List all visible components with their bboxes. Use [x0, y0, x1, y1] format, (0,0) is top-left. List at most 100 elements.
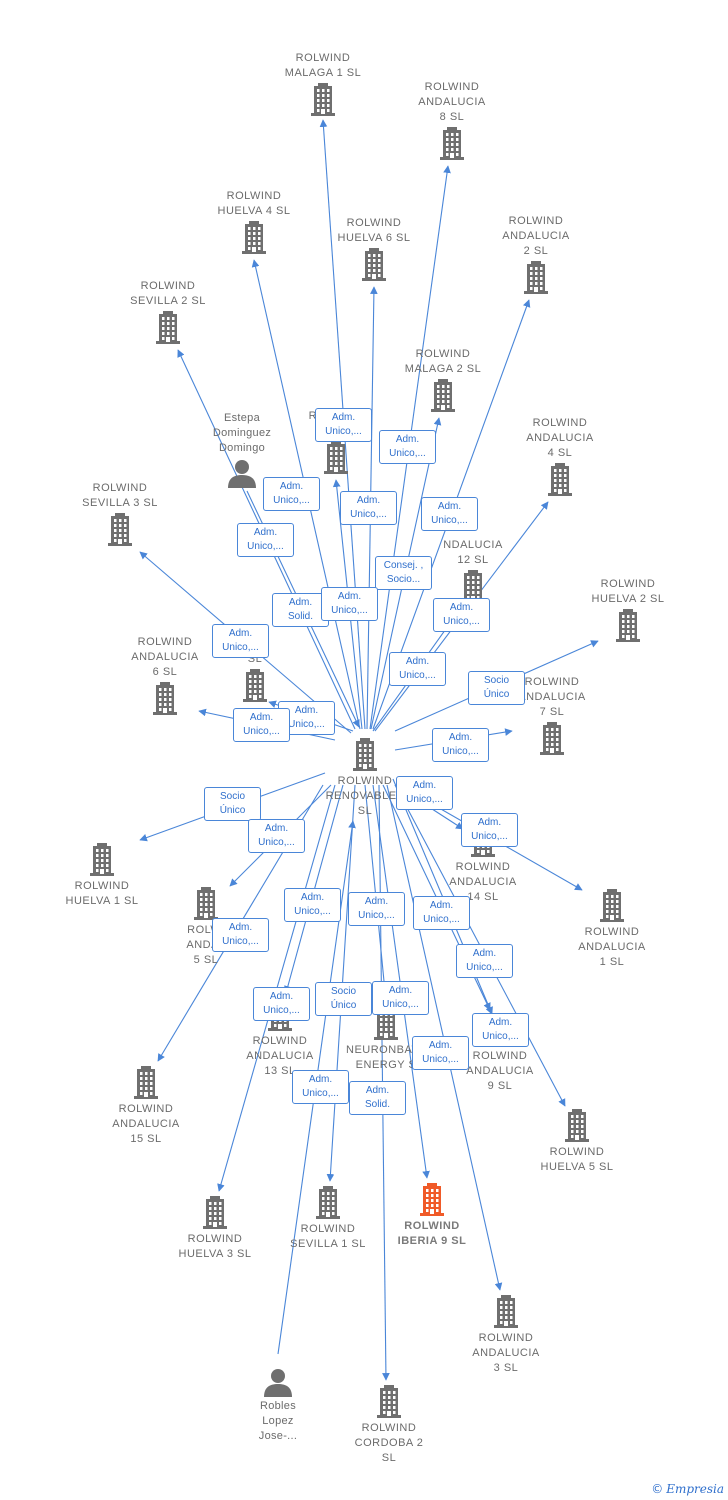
company-node-and2[interactable]: ROLWIND ANDALUCIA 2 SL — [471, 214, 601, 295]
node-label: ROLWIND HUELVA 6 SL — [337, 217, 411, 244]
node-label: ROLWIND ANDALUCIA 1 SL — [578, 926, 646, 968]
node-label: ROLWIND HUELVA 4 SL — [217, 190, 291, 217]
relation-label[interactable]: Adm. Unico,... — [456, 944, 513, 978]
company-node-and7[interactable]: ROLWIND ANDALUCIA 7 SL — [487, 675, 617, 756]
building-icon — [353, 738, 377, 771]
building-icon — [311, 83, 335, 116]
company-node-huelva4[interactable]: ROLWIND HUELVA 4 SL — [189, 189, 319, 255]
company-node-huelva2[interactable]: ROLWIND HUELVA 2 SL — [563, 577, 693, 643]
node-label: ROLWIND ANDALUCIA 3 SL — [472, 1332, 540, 1374]
company-node-sevilla2[interactable]: ROLWIND SEVILLA 2 SL — [103, 279, 233, 345]
company-node-and3[interactable]: ROLWIND ANDALUCIA 3 SL — [441, 1295, 571, 1376]
relation-label[interactable]: Adm. Unico,... — [248, 819, 305, 853]
company-node-iberia9[interactable]: ROLWIND IBERIA 9 SL — [367, 1183, 497, 1249]
node-label: ROLWIND SEVILLA 2 SL — [130, 280, 206, 307]
building-icon — [540, 722, 564, 755]
node-label: ROLWIND SEVILLA 1 SL — [290, 1223, 366, 1250]
relation-label[interactable]: Adm. Unico,... — [432, 728, 489, 762]
building-icon — [108, 513, 132, 546]
relation-label[interactable]: Adm. Unico,... — [237, 523, 294, 557]
company-node-neuron[interactable]: NEURONBATT ENERGY S — [321, 1007, 451, 1073]
building-icon — [548, 463, 572, 496]
company-node-and8[interactable]: ROLWIND ANDALUCIA 8 SL — [387, 80, 517, 161]
brand-watermark: ©Empresia — [651, 1482, 724, 1496]
node-label: NEURONBATT ENERGY S — [346, 1044, 426, 1071]
node-label: ROLWIND ANDALUCIA 6 SL — [131, 636, 199, 678]
building-icon — [524, 261, 548, 294]
building-icon — [203, 1196, 227, 1229]
relation-label[interactable]: Socio Único — [468, 671, 525, 705]
node-label: ROLWIND MALAGA 1 SL — [284, 52, 362, 79]
relation-label[interactable]: Adm. Solid. — [272, 593, 329, 627]
relation-label[interactable]: Adm. Unico,... — [379, 430, 436, 464]
company-node-cordoba2[interactable]: ROLWIND CORDOBA 2 SL — [324, 1385, 454, 1466]
company-node-and15[interactable]: ROLWIND ANDALUCIA 15 SL — [81, 1066, 211, 1147]
relation-label[interactable]: Adm. Unico,... — [315, 408, 372, 442]
company-node-malaga2[interactable]: ROLWIND MALAGA 2 SL — [378, 347, 508, 413]
node-label: ROLWIND ANDALUCIA 4 SL — [526, 417, 594, 459]
node-label: ROLWIND SEVILLA 3 SL — [82, 482, 158, 509]
brand-name: Empresia — [666, 1482, 724, 1496]
person-icon — [228, 460, 256, 488]
relation-label[interactable]: Adm. Unico,... — [412, 1036, 469, 1070]
person-icon — [264, 1369, 292, 1397]
copyright-symbol: © — [651, 1482, 664, 1496]
relation-label[interactable]: Adm. Unico,... — [263, 477, 320, 511]
person-node-estepa[interactable]: Estepa Dominguez Domingo — [177, 411, 307, 488]
node-label: ROLWIND HUELVA 5 SL — [540, 1146, 614, 1173]
building-icon — [565, 1109, 589, 1142]
relation-label[interactable]: Socio Único — [315, 982, 372, 1016]
company-node-and1[interactable]: ROLWIND ANDALUCIA 1 SL — [547, 889, 677, 970]
relation-label[interactable]: Adm. Unico,... — [396, 776, 453, 810]
building-icon — [316, 1186, 340, 1219]
relation-label[interactable]: Adm. Unico,... — [212, 624, 269, 658]
node-label: ROLWIND CORDOBA 2 SL — [354, 1422, 424, 1464]
company-node-and4[interactable]: ROLWIND ANDALUCIA 4 SL — [495, 416, 625, 497]
company-node-huelva6[interactable]: ROLWIND HUELVA 6 SL — [309, 216, 439, 282]
company-node-huelva1[interactable]: ROLWIND HUELVA 1 SL — [37, 843, 167, 909]
relation-label[interactable]: Adm. Unico,... — [233, 708, 290, 742]
building-icon — [440, 127, 464, 160]
relation-label[interactable]: Adm. Unico,... — [433, 598, 490, 632]
building-icon — [194, 887, 218, 920]
relation-label[interactable]: Adm. Unico,... — [389, 652, 446, 686]
node-label: ROLWIND IBERIA 9 SL — [397, 1220, 467, 1247]
node-label: ROLWIND ANDALUCIA 13 SL — [246, 1035, 314, 1077]
node-label: ROLWIND RENOVABLES SL — [325, 775, 405, 817]
relation-label[interactable]: Adm. Unico,... — [461, 813, 518, 847]
relation-label[interactable]: Adm. Solid. — [349, 1081, 406, 1115]
relation-label[interactable]: Adm. Unico,... — [253, 987, 310, 1021]
relation-label[interactable]: Socio Único — [204, 787, 261, 821]
node-label: NDALUCIA 12 SL — [443, 539, 503, 566]
node-label: ROLWIND ANDALUCIA 15 SL — [112, 1103, 180, 1145]
company-node-huelva3[interactable]: ROLWIND HUELVA 3 SL — [150, 1196, 280, 1262]
relation-label[interactable]: Adm. Unico,... — [413, 896, 470, 930]
relation-label[interactable]: Adm. Unico,... — [284, 888, 341, 922]
node-label: ROLWIND MALAGA 2 SL — [404, 348, 482, 375]
node-label: ROLWIND HUELVA 2 SL — [591, 578, 665, 605]
company-node-center[interactable]: ROLWIND RENOVABLES SL — [300, 738, 430, 819]
company-node-and6[interactable]: ROLWIND ANDALUCIA 6 SL — [100, 635, 230, 716]
company-node-sevilla1[interactable]: ROLWIND SEVILLA 1 SL — [263, 1186, 393, 1252]
node-label: ROLWIND HUELVA 1 SL — [65, 880, 139, 907]
relation-label[interactable]: Adm. Unico,... — [472, 1013, 529, 1047]
building-icon — [243, 669, 267, 702]
building-icon — [90, 843, 114, 876]
relation-label[interactable]: Adm. Unico,... — [348, 892, 405, 926]
relation-label[interactable]: Adm. Unico,... — [292, 1070, 349, 1104]
relation-label[interactable]: Adm. Unico,... — [212, 918, 269, 952]
building-icon — [616, 609, 640, 642]
relation-label[interactable]: Adm. Unico,... — [340, 491, 397, 525]
relation-label[interactable]: Consej. , Socio... — [375, 556, 432, 590]
relation-label[interactable]: Adm. Unico,... — [421, 497, 478, 531]
building-icon — [134, 1066, 158, 1099]
building-icon — [420, 1183, 444, 1216]
company-node-sevilla3[interactable]: ROLWIND SEVILLA 3 SL — [55, 481, 185, 547]
person-node-robles[interactable]: Robles Lopez Jose-... — [213, 1367, 343, 1444]
relation-label[interactable]: Adm. Unico,... — [321, 587, 378, 621]
building-icon — [377, 1385, 401, 1418]
company-node-malaga1[interactable]: ROLWIND MALAGA 1 SL — [258, 51, 388, 117]
relation-label[interactable]: Adm. Unico,... — [372, 981, 429, 1015]
company-node-huelva5[interactable]: ROLWIND HUELVA 5 SL — [512, 1109, 642, 1175]
node-label: ROLWIND ANDALUCIA 14 SL — [449, 861, 517, 903]
